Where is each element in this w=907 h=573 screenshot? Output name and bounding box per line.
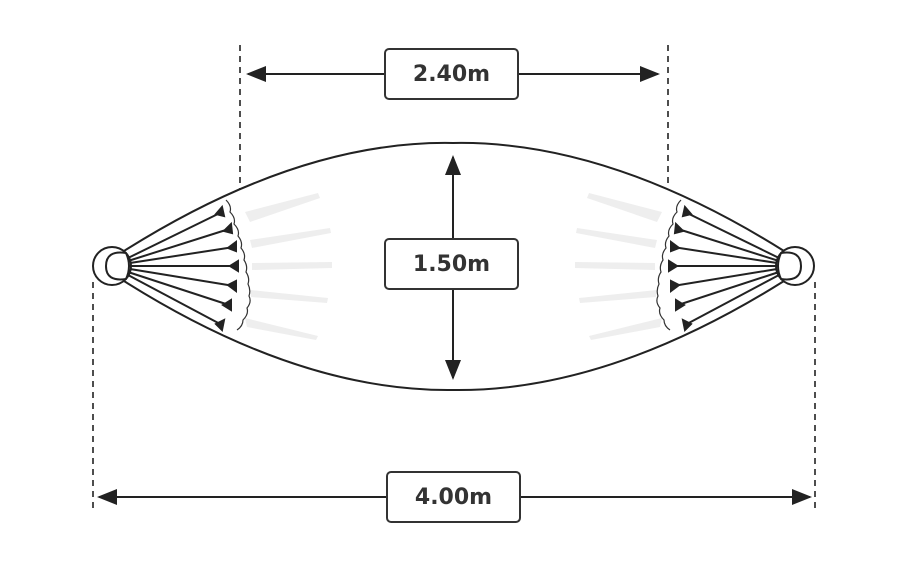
label-spreader-span: 2.40m	[384, 48, 519, 100]
label-width: 1.50m	[384, 238, 519, 290]
left-spreader	[92, 192, 333, 341]
hammock-body	[123, 141, 785, 392]
dimension-lines	[92, 45, 816, 510]
right-spreader	[574, 192, 815, 341]
label-total-length: 4.00m	[386, 471, 521, 523]
